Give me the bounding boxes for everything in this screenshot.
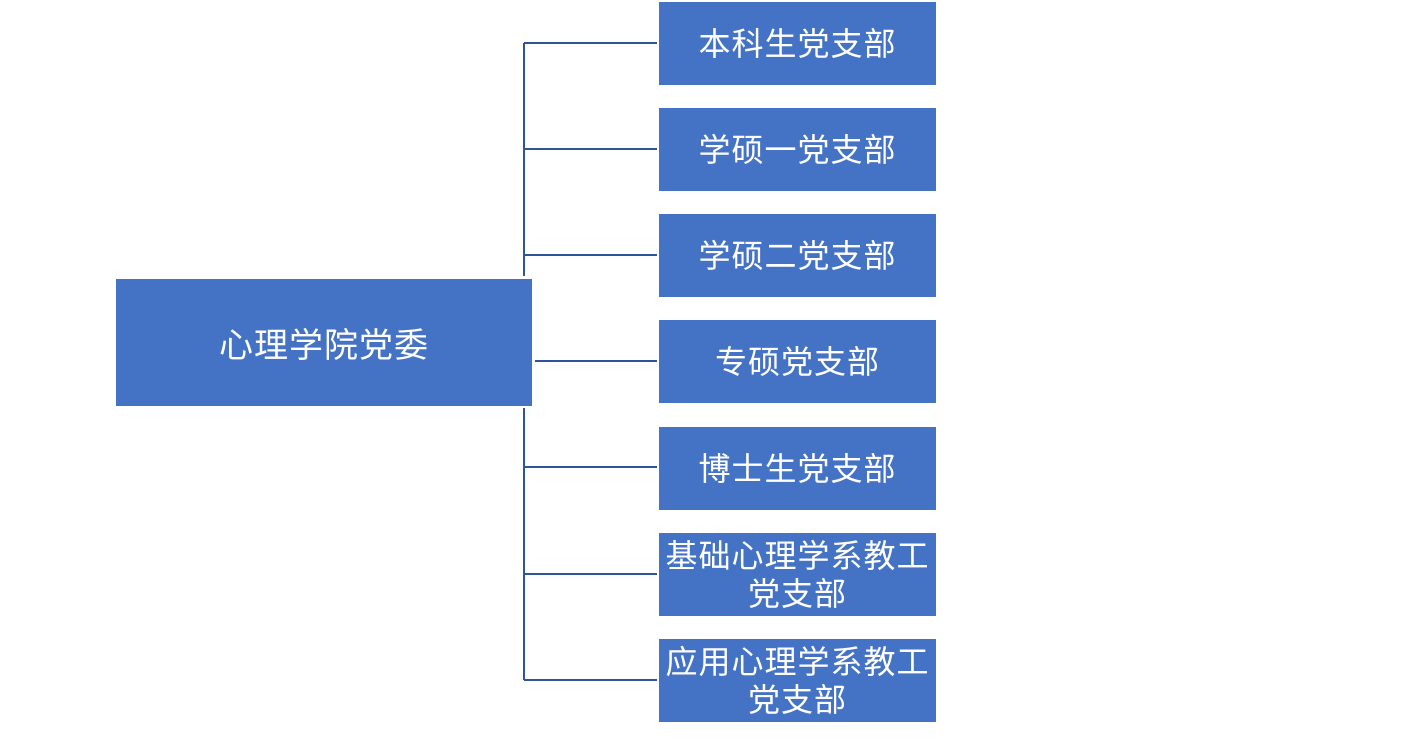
child-label: 专硕党支部 [714,342,880,381]
child-label: 学硕一党支部 [698,130,897,169]
child-label: 基础心理学系教工党支部 [665,536,930,613]
child-label: 应用心理学系教工党支部 [665,642,930,719]
child-label: 学硕二党支部 [698,236,897,275]
child-label: 本科生党支部 [698,24,897,63]
child-node: 学硕一党支部 [659,108,936,191]
child-node: 应用心理学系教工党支部 [659,639,936,722]
root-node: 心理学院党委 [116,279,532,406]
child-node: 专硕党支部 [659,320,936,403]
root-label: 心理学院党委 [219,326,429,366]
child-node: 学硕二党支部 [659,214,936,297]
child-node: 基础心理学系教工党支部 [659,533,936,616]
child-node: 博士生党支部 [659,427,936,510]
child-label: 博士生党支部 [698,449,897,488]
child-node: 本科生党支部 [659,2,936,85]
